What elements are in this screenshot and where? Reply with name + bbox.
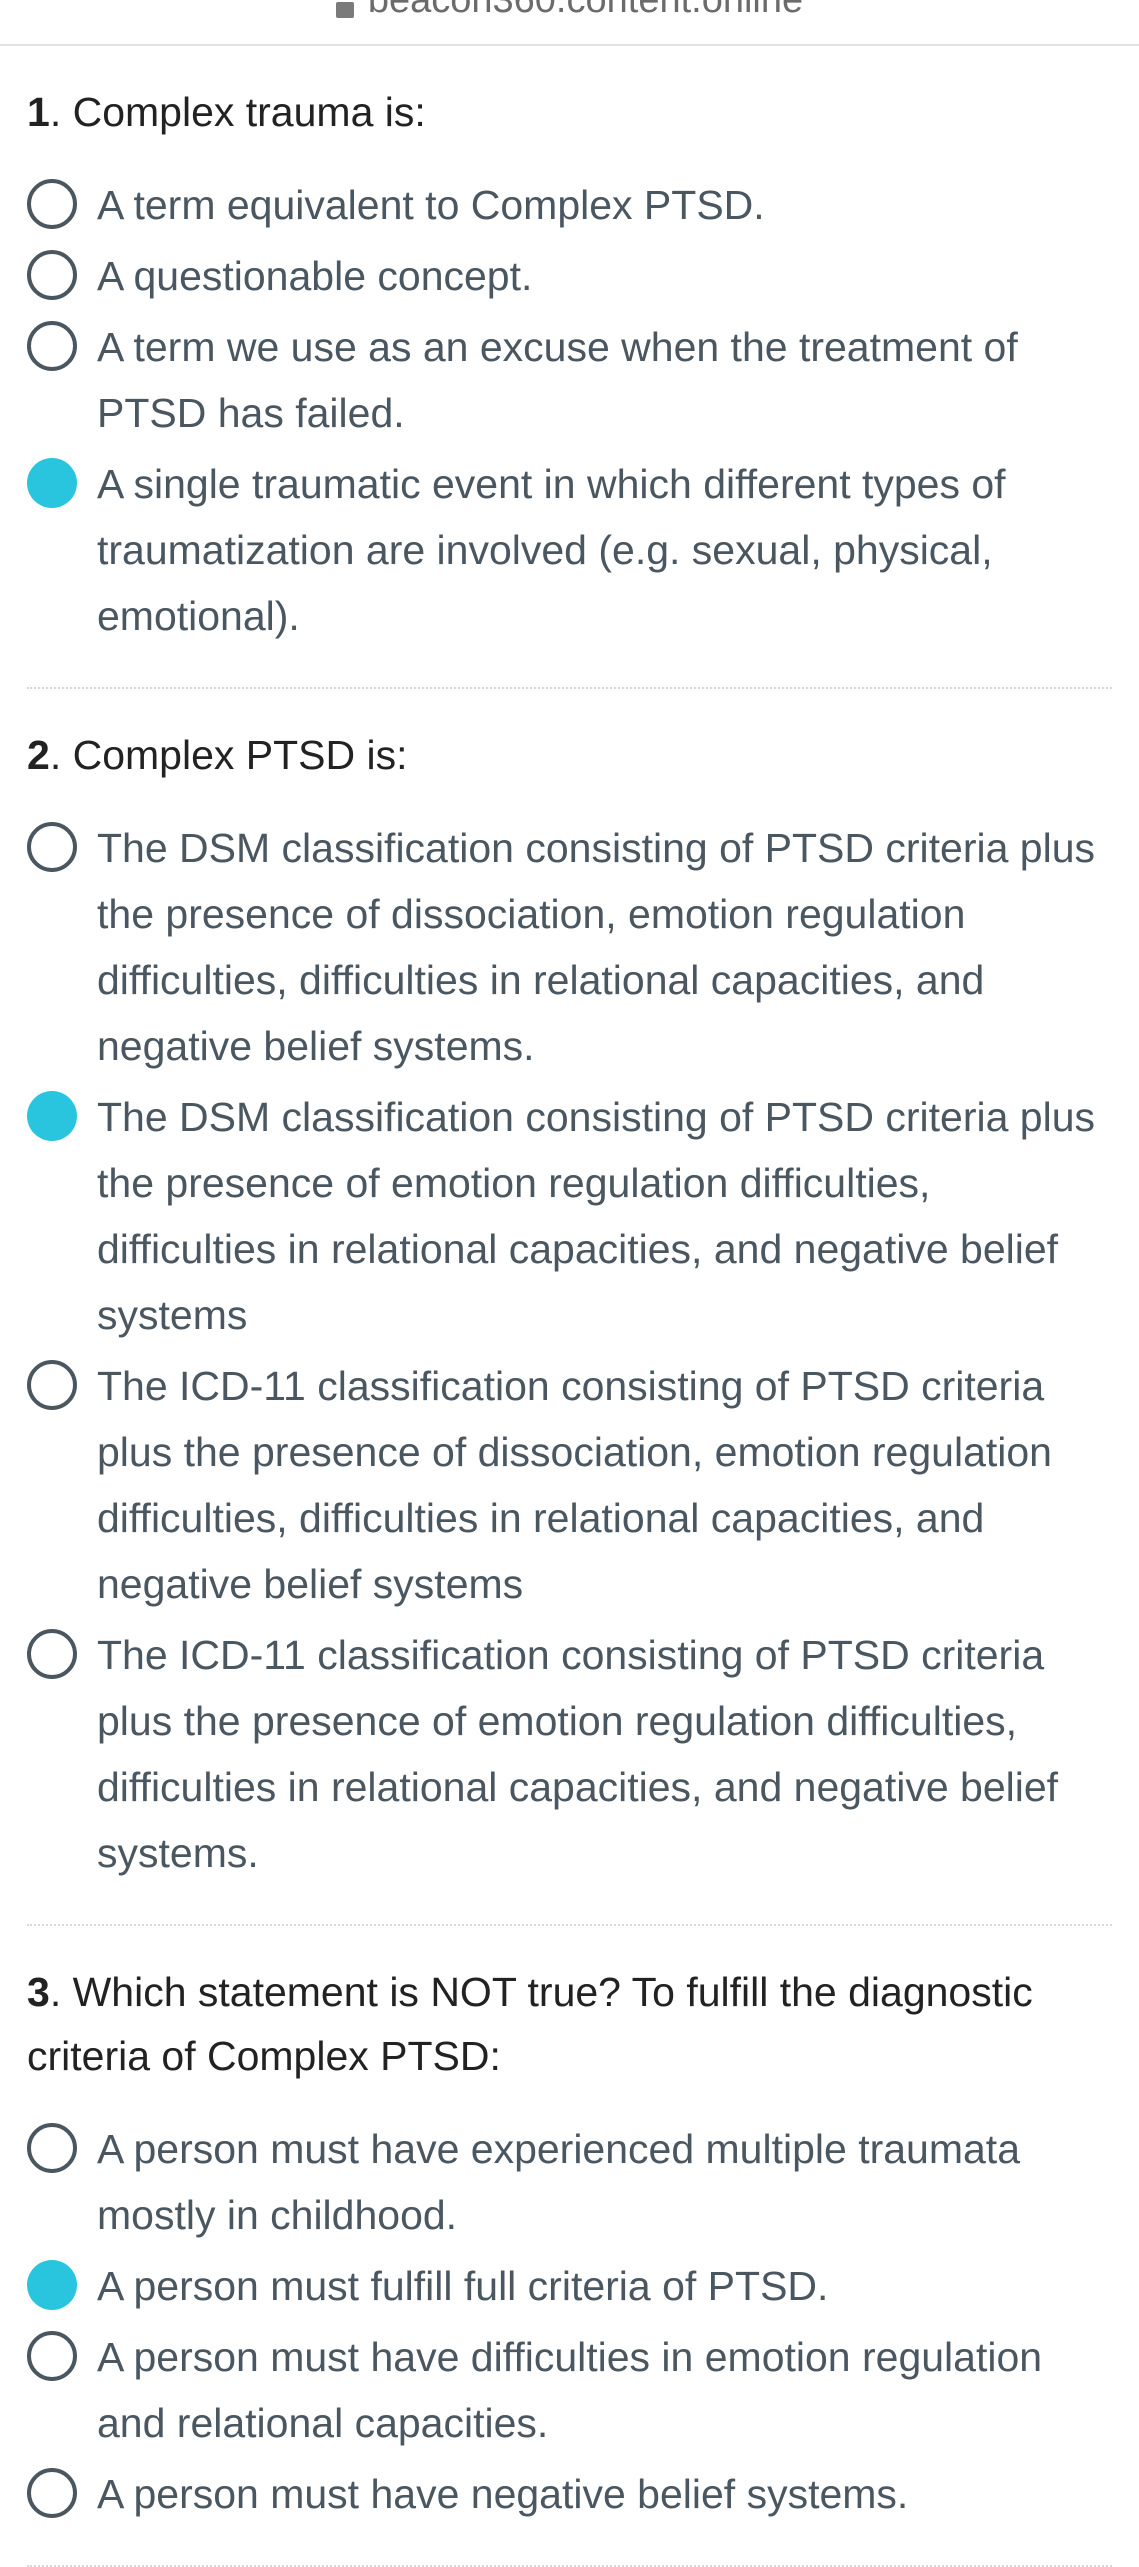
lock-icon <box>335 2 354 18</box>
radio-button-icon[interactable] <box>27 2123 77 2173</box>
answer-label: A person must fulfill full criteria of P… <box>97 2263 829 2309</box>
answer-options: A term equivalent to Complex PTSD. A que… <box>27 172 1112 649</box>
radio-button-icon[interactable] <box>27 2468 77 2518</box>
answer-option[interactable]: The ICD-11 classification consisting of … <box>27 1353 1112 1617</box>
question-divider <box>27 687 1112 689</box>
browser-url-bar[interactable]: beacon360.content.online <box>0 0 1139 46</box>
question-title: 2. Complex PTSD is: <box>27 717 1112 787</box>
quiz-container: 1. Complex trauma is: A term equivalent … <box>0 46 1139 2567</box>
answer-option[interactable]: The DSM classification consisting of PTS… <box>27 815 1112 1079</box>
answer-label: A term equivalent to Complex PTSD. <box>97 182 765 228</box>
answer-label: A person must have negative belief syste… <box>97 2471 909 2517</box>
answer-option[interactable]: A term we use as an excuse when the trea… <box>27 314 1112 446</box>
answer-label: A term we use as an excuse when the trea… <box>97 324 1018 436</box>
question-divider <box>27 1924 1112 1926</box>
radio-button-icon[interactable] <box>27 822 77 872</box>
radio-button-icon[interactable] <box>27 1360 77 1410</box>
answer-label: A person must have experienced multiple … <box>97 2126 1021 2238</box>
answer-option[interactable]: A person must have difficulties in emoti… <box>27 2324 1112 2456</box>
answer-label: A single traumatic event in which differ… <box>97 461 1006 639</box>
question-1: 1. Complex trauma is: A term equivalent … <box>0 46 1139 689</box>
question-text: . Which statement is NOT true? To fulfil… <box>27 1969 1033 2079</box>
radio-button-icon[interactable] <box>27 179 77 229</box>
answer-label: A person must have difficulties in emoti… <box>97 2334 1043 2446</box>
question-number: 3 <box>27 1969 50 2015</box>
answer-label: The DSM classification consisting of PTS… <box>97 825 1096 1069</box>
radio-selected-icon[interactable] <box>27 1091 77 1141</box>
answer-option[interactable]: A questionable concept. <box>27 243 1112 309</box>
radio-button-icon[interactable] <box>27 2331 77 2381</box>
radio-button-icon[interactable] <box>27 1629 77 1679</box>
radio-selected-icon[interactable] <box>27 458 77 508</box>
radio-button-icon[interactable] <box>27 250 77 300</box>
answer-option[interactable]: A term equivalent to Complex PTSD. <box>27 172 1112 238</box>
question-text: . Complex trauma is: <box>49 89 426 135</box>
question-number: 1 <box>27 89 50 135</box>
radio-selected-icon[interactable] <box>27 2260 77 2310</box>
answer-option[interactable]: A person must have experienced multiple … <box>27 2116 1112 2248</box>
answer-option[interactable]: A person must fulfill full criteria of P… <box>27 2253 1112 2319</box>
answer-label: The ICD-11 classification consisting of … <box>97 1363 1052 1607</box>
answer-label: A questionable concept. <box>97 253 533 299</box>
url-text: beacon360.content.online <box>367 0 804 21</box>
question-3: 3. Which statement is NOT true? To fulfi… <box>0 1926 1139 2567</box>
url-display[interactable]: beacon360.content.online <box>0 0 1139 20</box>
answer-label: The DSM classification consisting of PTS… <box>97 1094 1096 1338</box>
question-number: 2 <box>27 732 50 778</box>
answer-options: The DSM classification consisting of PTS… <box>27 815 1112 1886</box>
answer-option[interactable]: A single traumatic event in which differ… <box>27 451 1112 649</box>
answer-options: A person must have experienced multiple … <box>27 2116 1112 2527</box>
answer-label: The ICD-11 classification consisting of … <box>97 1632 1059 1876</box>
answer-option[interactable]: The ICD-11 classification consisting of … <box>27 1622 1112 1886</box>
answer-option[interactable]: The DSM classification consisting of PTS… <box>27 1084 1112 1348</box>
radio-button-icon[interactable] <box>27 321 77 371</box>
question-2: 2. Complex PTSD is: The DSM classificati… <box>0 689 1139 1926</box>
question-text: . Complex PTSD is: <box>49 732 408 778</box>
answer-option[interactable]: A person must have negative belief syste… <box>27 2461 1112 2527</box>
question-title: 3. Which statement is NOT true? To fulfi… <box>27 1954 1112 2088</box>
question-title: 1. Complex trauma is: <box>27 74 1112 144</box>
